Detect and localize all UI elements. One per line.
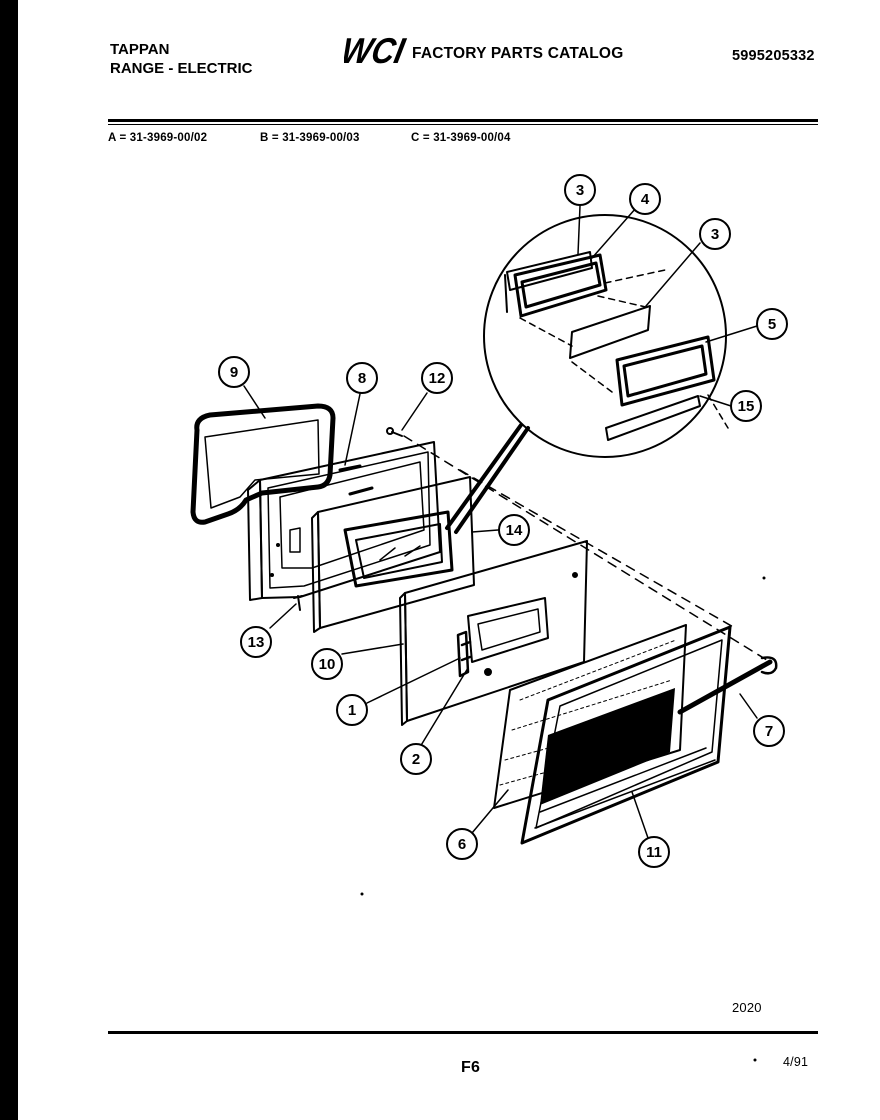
svg-text:15: 15 (738, 398, 755, 415)
svg-text:11: 11 (646, 844, 662, 861)
detail-dashed-guides-lower (571, 361, 729, 429)
detail-seal-strip (605, 395, 701, 441)
callout-8: 8 (346, 362, 378, 394)
page-identifier: F6 (461, 1059, 481, 1076)
model-a: A = 31-3969-00/02 (108, 132, 208, 144)
callout-13: 13 (240, 626, 272, 658)
svg-text:3: 3 (576, 182, 584, 199)
callout-11: 11 (638, 836, 670, 868)
callout-4: 4 (629, 183, 661, 215)
svg-text:1: 1 (348, 702, 356, 719)
assembly-dashed-lines (403, 435, 771, 663)
logo-lettering: WCI (344, 32, 409, 68)
svg-text:9: 9 (230, 364, 238, 381)
callout-5: 5 (756, 308, 788, 340)
diagram-code: 2020 (732, 1000, 762, 1015)
outer-door-panel (520, 625, 732, 845)
svg-text:14: 14 (506, 522, 523, 539)
svg-text:13: 13 (248, 634, 265, 651)
svg-text:7: 7 (765, 723, 773, 740)
product-type: RANGE - ELECTRIC (110, 60, 253, 77)
callout-10: 10 (311, 648, 343, 680)
stray-marks (270, 543, 766, 1062)
callout-12: 12 (421, 362, 453, 394)
callout-7: 7 (753, 715, 785, 747)
brand-block: TAPPAN RANGE - ELECTRIC (110, 40, 253, 78)
header-rule (108, 119, 818, 122)
svg-text:6: 6 (458, 836, 466, 853)
window-pack (311, 476, 475, 633)
svg-text:5: 5 (768, 316, 776, 333)
detail-glass-frame (513, 253, 608, 318)
wci-logo: WCI (344, 32, 409, 68)
detail-leader-line (445, 423, 530, 534)
detail-outer-frame (615, 335, 716, 407)
screw-12 (386, 427, 403, 437)
callout-3b: 3 (699, 218, 731, 250)
inner-door-panel (247, 441, 441, 601)
footer-rule (108, 1031, 818, 1034)
screw-13 (293, 595, 303, 611)
header-rule-thin (108, 124, 818, 125)
callout-leaders (243, 205, 758, 839)
catalog-number: 5995205332 (732, 48, 815, 64)
insulation-pad (493, 624, 687, 809)
svg-text:8: 8 (358, 370, 366, 387)
callout-1: 1 (336, 694, 368, 726)
svg-text:3: 3 (711, 226, 719, 243)
door-gasket (190, 403, 336, 525)
brand-name: TAPPAN (110, 41, 170, 58)
svg-text:4: 4 (641, 191, 650, 208)
svg-text:10: 10 (319, 656, 336, 673)
revision-date: 4/91 (783, 1055, 809, 1069)
detail-glass-back (569, 305, 651, 359)
callout-15: 15 (730, 390, 762, 422)
callout-9: 9 (218, 356, 250, 388)
callout-2: 2 (400, 743, 432, 775)
catalog-title: FACTORY PARTS CATALOG (412, 45, 624, 62)
callout-14: 14 (498, 514, 530, 546)
svg-text:12: 12 (429, 370, 446, 387)
scan-edge (0, 0, 18, 1120)
model-c: C = 31-3969-00/04 (411, 132, 511, 144)
detail-dashed-guides (519, 269, 666, 347)
svg-text:2: 2 (412, 751, 420, 768)
door-hinge-bracket (456, 630, 472, 678)
callout-6: 6 (446, 828, 478, 860)
detail-glass-front (504, 251, 593, 313)
callout-3a: 3 (564, 174, 596, 206)
model-b: B = 31-3969-00/03 (260, 132, 360, 144)
door-handle (677, 656, 778, 715)
